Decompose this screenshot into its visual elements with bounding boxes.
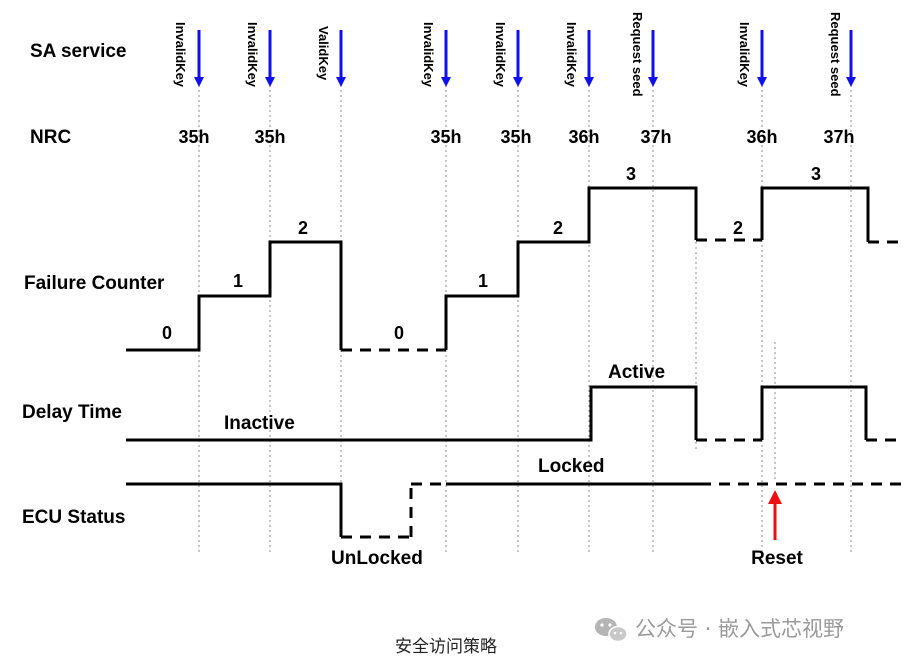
nrc-label: NRC (30, 127, 71, 148)
counter-level: 1 (478, 271, 488, 291)
ecu-status-waveform: Locked UnLocked (126, 456, 904, 569)
watermark: 公众号 · 嵌入式芯视野 (595, 617, 844, 643)
nrc-code: 35h (430, 127, 461, 147)
nrc-code: 35h (254, 127, 285, 147)
service-label: InvalidKey (421, 22, 436, 88)
nrc-code: 36h (568, 127, 599, 147)
counter-level: 3 (811, 164, 821, 184)
sa-service-events: InvalidKey InvalidKey ValidKey InvalidKe… (173, 12, 856, 97)
event-guide-lines (198, 85, 852, 552)
ecu-trace (126, 482, 343, 537)
counter-level: 2 (298, 218, 308, 238)
failure-counter-waveform: 0 1 2 0 1 2 3 2 3 (126, 164, 904, 352)
reset-label: Reset (751, 548, 803, 569)
counter-level: 2 (733, 218, 743, 238)
reset-annotation: Reset (751, 490, 804, 569)
watermark-text: 公众号 · 嵌入式芯视野 (635, 617, 844, 641)
nrc-code: 36h (746, 127, 777, 147)
delay-inactive-label: Inactive (224, 413, 295, 434)
service-label: InvalidKey (493, 22, 508, 88)
delay-trace (760, 385, 868, 440)
counter-trace (126, 240, 343, 352)
delay-active-label: Active (608, 362, 665, 383)
nrc-codes: 35h 35h 35h 35h 36h 37h 36h 37h (178, 127, 854, 147)
nrc-code: 35h (178, 127, 209, 147)
counter-level: 3 (626, 164, 636, 184)
service-label: InvalidKey (173, 22, 188, 88)
figure-caption: 安全访问策略 (395, 637, 497, 657)
service-label: Request seed (828, 12, 843, 97)
service-label: ValidKey (316, 26, 331, 81)
ecu-unlocked-label: UnLocked (331, 548, 423, 569)
delay-trace (126, 385, 698, 442)
counter-level: 0 (162, 323, 172, 343)
delay-time-label: Delay Time (22, 402, 122, 423)
delay-time-waveform: Inactive Active (126, 362, 904, 442)
failure-counter-label: Failure Counter (24, 273, 165, 294)
counter-level: 0 (394, 323, 404, 343)
service-label: Request seed (630, 12, 645, 97)
service-label: InvalidKey (245, 22, 260, 88)
nrc-code: 37h (640, 127, 671, 147)
counter-trace (444, 186, 698, 350)
service-label: InvalidKey (737, 22, 752, 88)
counter-trace (760, 186, 870, 242)
ecu-status-label: ECU Status (22, 507, 125, 528)
counter-level: 2 (553, 218, 563, 238)
service-label: InvalidKey (564, 22, 579, 88)
nrc-code: 37h (823, 127, 854, 147)
sa-service-label: SA service (30, 41, 126, 62)
nrc-code: 35h (500, 127, 531, 147)
wechat-icon (595, 618, 628, 643)
counter-level: 1 (233, 271, 243, 291)
ecu-locked-label: Locked (538, 456, 605, 477)
